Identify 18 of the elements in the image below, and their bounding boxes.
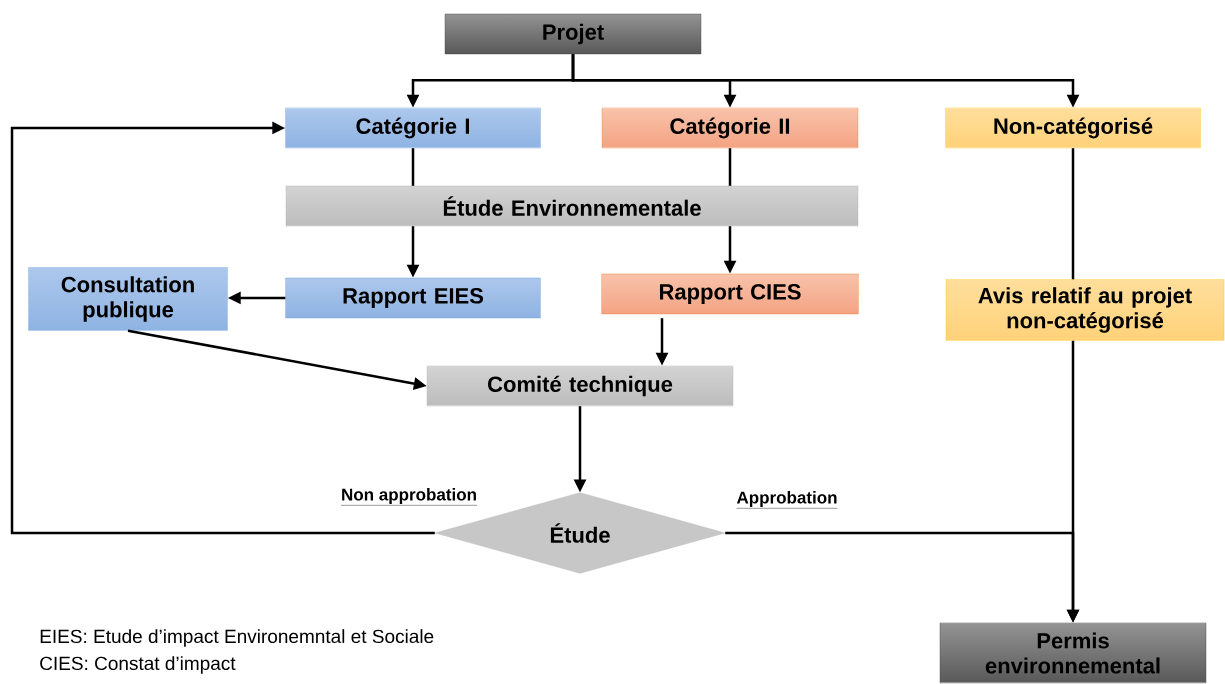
process-box: Comité technique [426,365,734,407]
process-box: Catégorie II [601,107,859,149]
process-box: Étude Environnementale [285,185,859,227]
process-box: Non-catégorisé [945,107,1201,149]
process-box: Projet [444,13,702,55]
footnote-text: CIES: Constat d’impact [40,656,236,674]
arrow [10,121,435,535]
process-box: Catégorie I [285,107,541,149]
footnote-text: EIES: Etude d’impact Environemntal et Sociale [40,629,434,647]
connector-line [728,148,732,186]
process-box: Rapport CIES [601,273,859,315]
connector-line [1071,148,1075,280]
process-box: Rapport EIES [285,277,541,319]
process-box: Avis relatif au projet non-catégorisé [945,279,1225,341]
process-box: Consultation publique [28,267,228,331]
connector-line [411,148,415,186]
edge-label: Approbation [735,490,839,510]
process-box: Permis environnemental [939,622,1207,684]
